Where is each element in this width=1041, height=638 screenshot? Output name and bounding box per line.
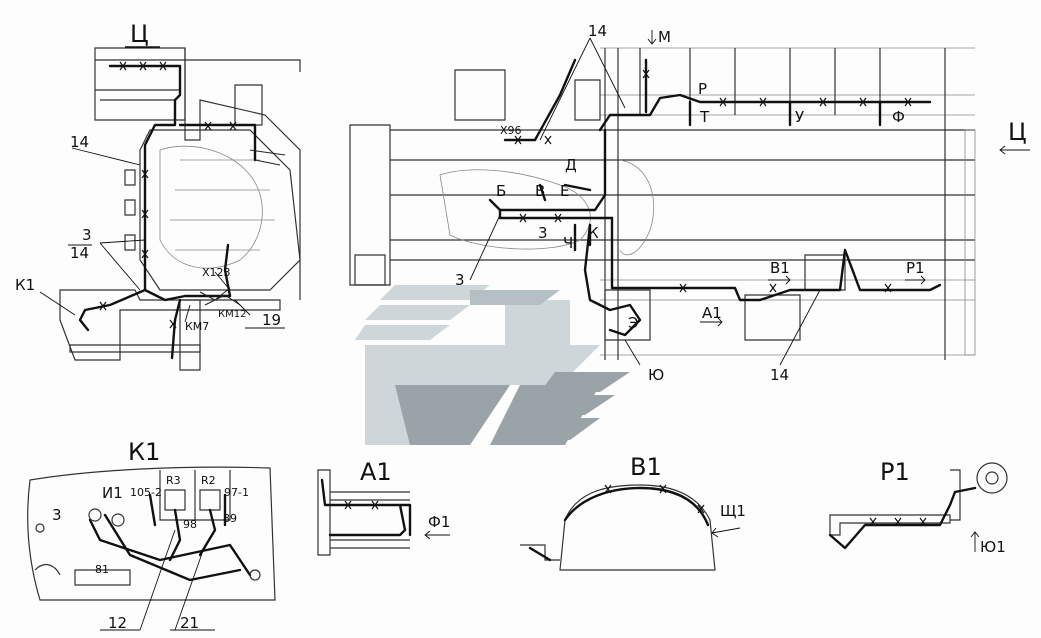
label-89: 89 [223, 512, 237, 525]
label-14: 14 [588, 22, 607, 40]
watermark-logo [355, 285, 630, 445]
top-left-view: Ц 14 3 14 К1 Х123 КМ7 КМ12 19 [15, 20, 301, 371]
detail-p1: Р1 Ю1 [828, 458, 1008, 556]
label-14b: 14 [770, 366, 789, 384]
label-k: К [588, 224, 599, 242]
label-b: Б [496, 182, 506, 200]
label-f: Ф [892, 108, 905, 126]
label-81: 81 [95, 563, 109, 576]
label-t: Т [699, 108, 710, 126]
label-m: М [658, 28, 671, 46]
label-3: 3 [82, 226, 92, 244]
label-19: 19 [262, 311, 281, 329]
label-98: 98 [183, 518, 197, 531]
label-e: Е [560, 182, 569, 200]
label-x123: Х123 [202, 266, 231, 279]
label-105-2: 105-2 [130, 486, 162, 499]
label-r3: R3 [166, 474, 181, 487]
label-12: 12 [108, 614, 127, 632]
label-97-1: 97-1 [224, 486, 249, 499]
label-km7: КМ7 [185, 320, 209, 333]
title-ts: Ц [130, 20, 149, 48]
label-k1: К1 [15, 276, 35, 294]
label-km12: КМ12 [218, 309, 246, 320]
label-d: Д [565, 156, 577, 174]
label-yu: Ю [648, 366, 664, 384]
label-e2: Э [628, 314, 638, 332]
label-a1: А1 [702, 304, 722, 322]
label-3b: 3 [455, 271, 465, 289]
label-f1: Ф1 [428, 513, 450, 531]
detail-k1: К1 И1 105-2 R3 R2 97-1 3 98 89 81 12 21 [27, 438, 276, 632]
label-21: 21 [180, 614, 199, 632]
label-yu1: Ю1 [980, 538, 1006, 556]
label-x96: Х96 [500, 124, 522, 137]
label-14: 14 [70, 133, 89, 151]
label-v: В [535, 182, 545, 200]
detail-v1: В1 Щ1 [520, 453, 746, 571]
label-3: 3 [52, 506, 62, 524]
label-i1: И1 [102, 484, 123, 502]
label-sch1: Щ1 [720, 502, 746, 520]
detail-v1-title: В1 [630, 453, 662, 481]
label-3: 3 [538, 224, 548, 242]
detail-a1-title: А1 [360, 458, 392, 486]
label-u: У [795, 108, 804, 126]
label-14b: 14 [70, 244, 89, 262]
detail-k1-title: К1 [128, 438, 160, 466]
label-p1: Р1 [906, 259, 925, 277]
detail-a1: А1 Ф1 [317, 458, 450, 556]
label-v1: В1 [770, 259, 790, 277]
label-r: Р [698, 80, 707, 98]
label-r2: R2 [201, 474, 216, 487]
detail-p1-title: Р1 [880, 458, 910, 486]
top-right-view: 14 М Х96 Р Т У Ф Д Б В Е 3 Ч К 3 В1 Р1 А… [349, 22, 1030, 384]
label-ch: Ч [563, 234, 573, 252]
label-ts: Ц [1008, 118, 1027, 146]
